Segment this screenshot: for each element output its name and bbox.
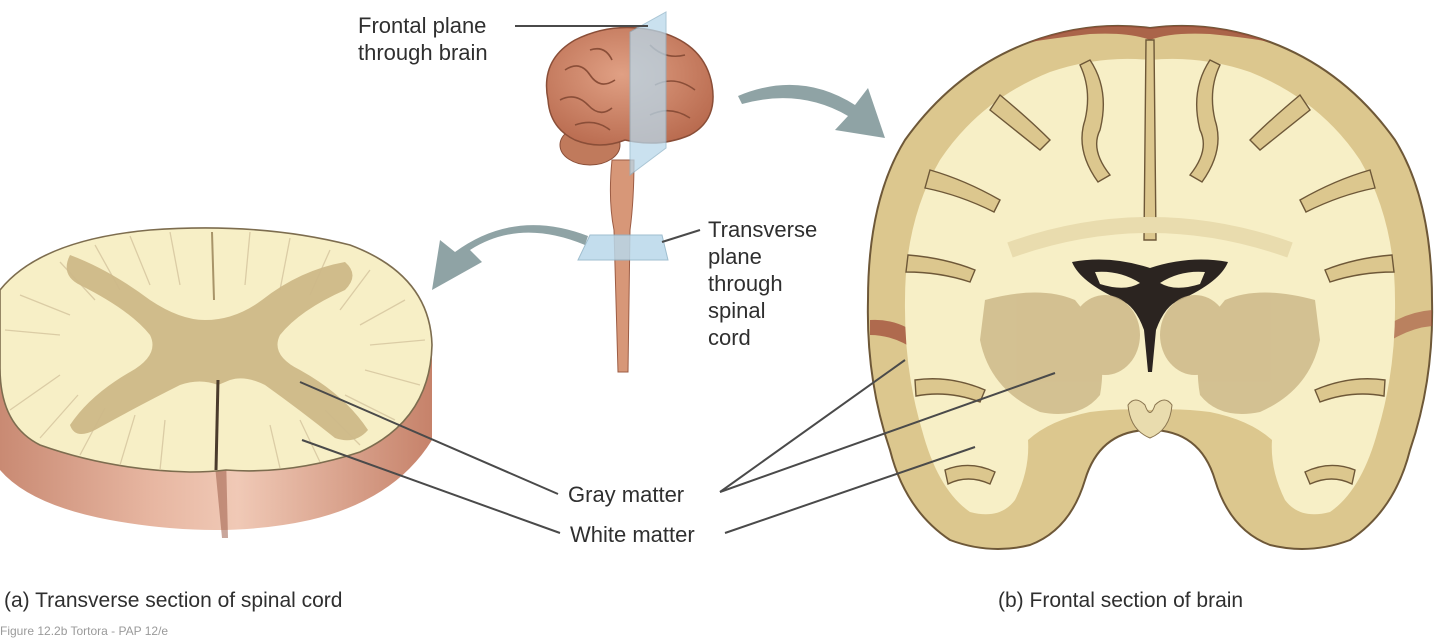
spinal-cord-section	[0, 227, 433, 538]
leader-lines	[299, 25, 1056, 534]
leader-white-cord	[301, 439, 561, 534]
leader-gray-brain-nuclei	[719, 372, 1056, 493]
spinal-cord-stalk	[609, 159, 635, 373]
leader-gray-brain-cortex	[719, 359, 906, 493]
label-frontal-plane: Frontal plane through brain	[358, 12, 488, 66]
meninges-surface	[1030, 25, 1270, 42]
anterior-median-fissure	[214, 379, 220, 471]
label-transverse-line-1: Transverse	[708, 217, 818, 242]
lateral-ventricles	[1072, 259, 1228, 372]
label-transverse-line-4: spinal	[708, 298, 766, 323]
label-transverse-line-2: plane	[708, 244, 762, 269]
leader-gray-cord	[299, 381, 559, 495]
basal-nuclei	[980, 292, 1320, 414]
septum-left	[1095, 271, 1140, 288]
brain-orientation-figure	[545, 11, 714, 373]
label-transverse-plane: Transverse plane through spinal cord	[708, 216, 817, 351]
transverse-plane	[577, 234, 669, 261]
cortical-folds	[905, 39, 1395, 486]
leader-transverse-plane	[661, 229, 701, 243]
septum-right	[1160, 271, 1205, 288]
label-frontal-plane-line-2: through brain	[358, 40, 488, 65]
label-frontal-plane-line-1: Frontal plane	[358, 13, 487, 38]
label-transverse-line-5: cord	[708, 325, 751, 350]
spinal-cord-side-shade	[214, 455, 228, 538]
label-white-matter: White matter	[570, 522, 695, 547]
posterior-median-sulcus	[211, 231, 215, 301]
mammillary-region	[1127, 399, 1173, 439]
frontal-plane	[629, 11, 667, 176]
brain-frontal-section	[866, 24, 1434, 550]
label-gray-matter: Gray matter	[568, 482, 685, 507]
arrow-to-brain-section	[738, 84, 885, 138]
label-transverse-line-3: through	[708, 271, 783, 296]
spinal-cord-gray-matter	[66, 255, 369, 441]
arrow-to-cord-section	[432, 225, 588, 290]
figure-credit: Figure 12.2b Tortora - PAP 12/e	[0, 624, 169, 638]
leader-white-brain	[724, 446, 976, 534]
caption-brain: (b) Frontal section of brain	[998, 589, 1244, 612]
caption-spinal-cord: (a) Transverse section of spinal cord	[4, 589, 343, 612]
corpus-callosum	[1007, 217, 1293, 258]
